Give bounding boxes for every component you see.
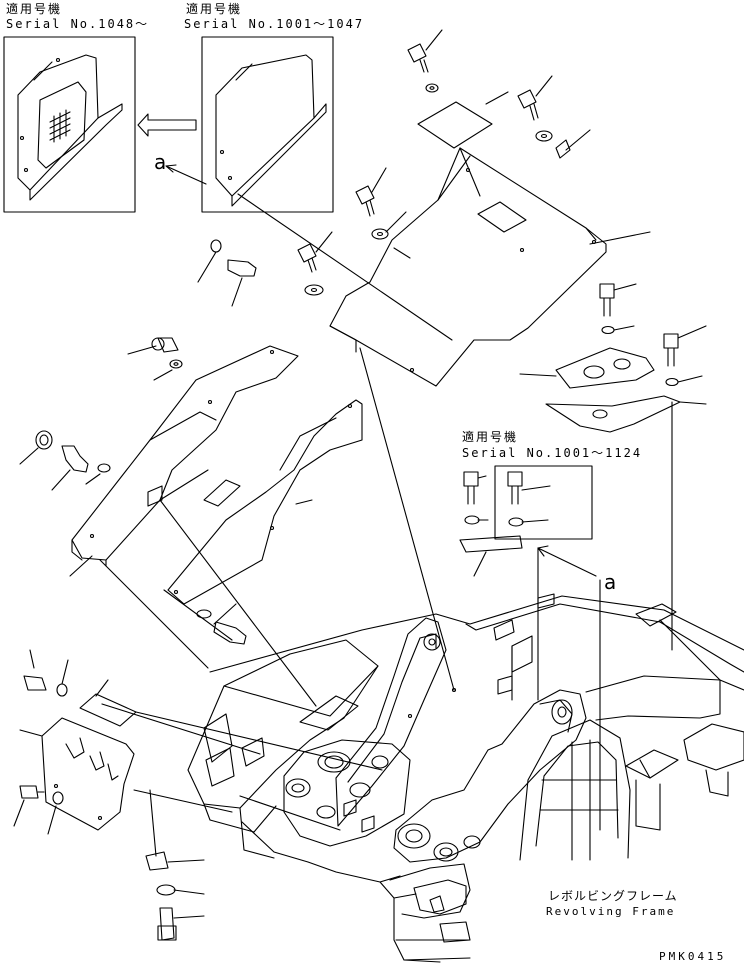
cover-part-older — [216, 55, 326, 206]
inset-middle-title: 適用号機 — [186, 2, 243, 16]
inset-left-title: 適用号機 — [6, 2, 63, 16]
inset-right-serial: Serial No.1001～1124 — [462, 446, 643, 460]
transfer-arrow — [138, 114, 196, 136]
left-bracket-panel-b — [168, 400, 362, 604]
bolt-inset-right-a — [464, 472, 488, 524]
revolving-frame — [188, 594, 744, 962]
callout-a-upper: a — [154, 150, 167, 174]
bolt-top-4 — [298, 232, 332, 295]
cover-with-mesh-part — [18, 55, 122, 200]
bolt-left-2 — [20, 431, 110, 490]
inset-middle-frame — [202, 37, 333, 212]
inset-right-title: 適用号機 — [462, 430, 519, 444]
frame-label-japanese: レボルビングフレーム — [548, 889, 678, 903]
callout-a-lower: a — [604, 570, 617, 594]
callout-arrow-lower — [538, 546, 596, 576]
inset-left-frame — [4, 37, 135, 212]
bolt-top-3 — [356, 168, 406, 239]
small-bracket-plate — [80, 694, 136, 726]
top-cover-plate — [330, 92, 650, 386]
left-bracket-panel-a — [70, 346, 298, 576]
bolt-top-5 — [198, 240, 256, 306]
lower-cover-plate — [20, 718, 134, 830]
bolt-top-2 — [518, 76, 590, 158]
inset-right-frame — [495, 466, 592, 539]
bolt-bottom-left-1 — [24, 650, 68, 696]
small-plate-right — [460, 536, 522, 552]
bolt-left-1 — [128, 338, 182, 380]
right-cover-bracket — [520, 348, 706, 650]
frame-label-english: Revolving Frame — [546, 905, 676, 918]
bolt-right-1 — [600, 284, 636, 334]
bolt-right-2 — [664, 326, 706, 386]
bolt-left-3 — [197, 604, 246, 644]
bolt-inset-right-b — [508, 472, 550, 526]
inset-middle-serial: Serial No.1001～1047 — [184, 17, 365, 31]
bolt-bottom-center — [146, 852, 204, 940]
drawing-code: PMK0415 — [659, 950, 727, 963]
bolt-top-1 — [408, 30, 442, 92]
inset-left-serial: Serial No.1048～ — [6, 17, 150, 31]
bolt-bottom-left-2 — [14, 786, 63, 834]
callout-arrow-upper — [166, 165, 206, 184]
